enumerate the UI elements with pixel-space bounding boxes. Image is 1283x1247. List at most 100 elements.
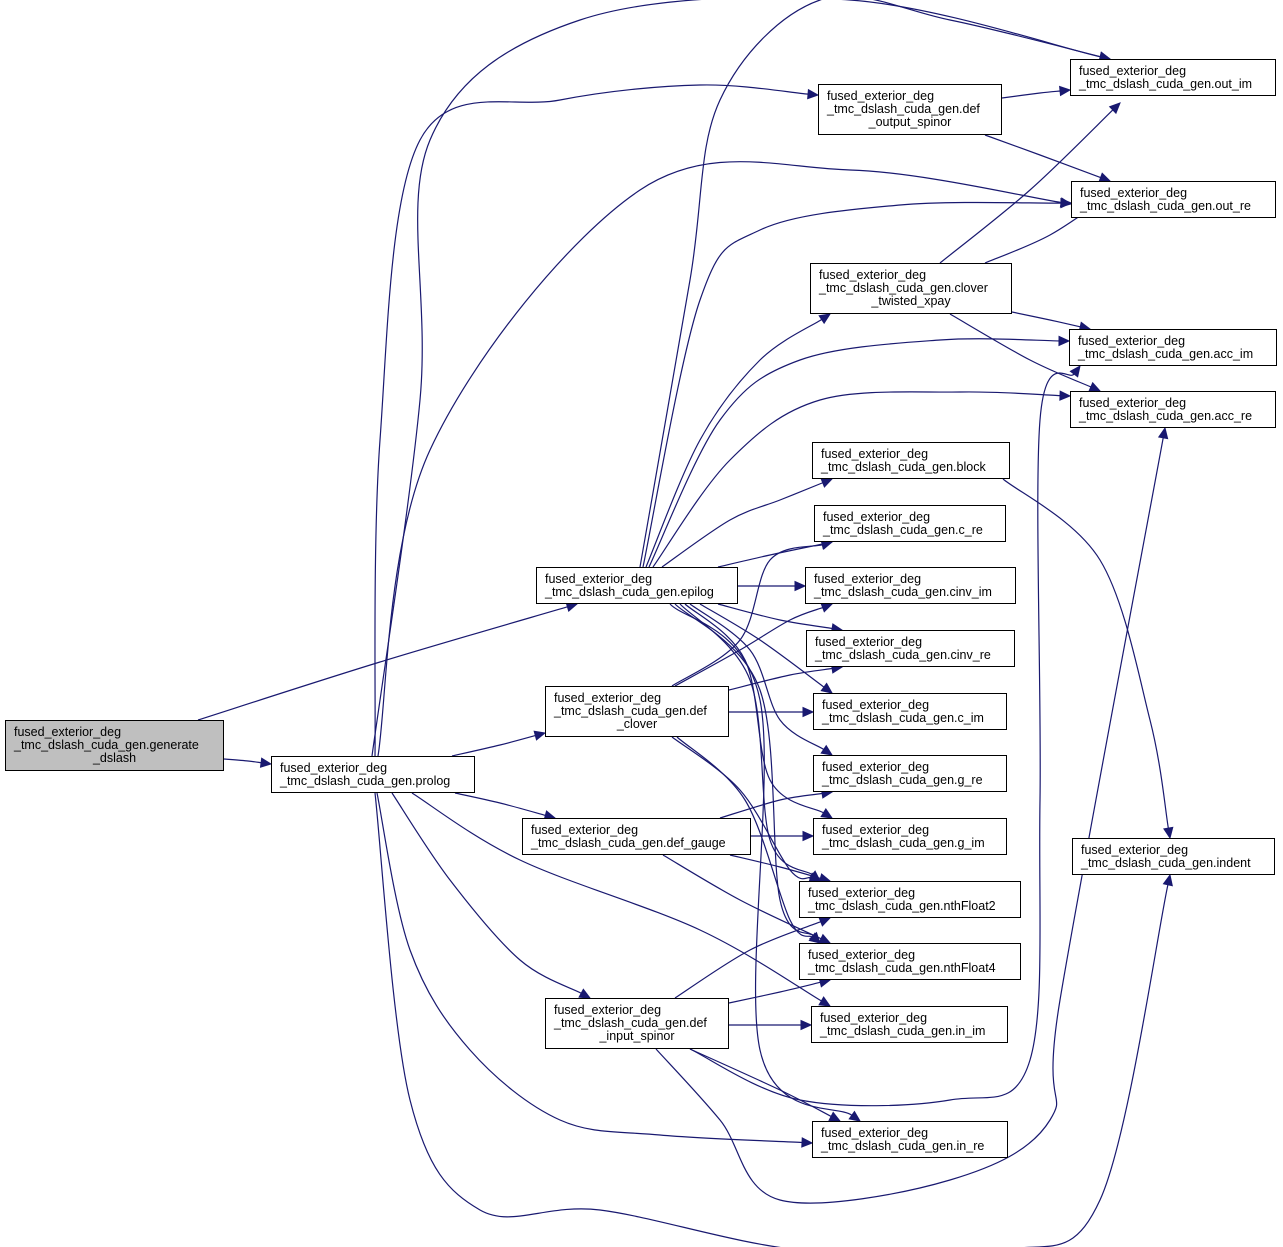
arrowhead-icon	[800, 1019, 813, 1031]
edge-prolog-to-def_clover	[451, 730, 547, 757]
node-clover-twisted-xpay[interactable]: fused_exterior_deg_tmc_dslash_cuda_gen.c…	[810, 263, 1012, 314]
edge-line	[639, 0, 1101, 568]
node-label-line: _tmc_dslash_cuda_gen.in_im	[820, 1024, 986, 1038]
arrowhead-icon	[802, 830, 815, 842]
edge-line	[729, 854, 821, 879]
edge-def_input_spinor-to-acc_im	[689, 365, 1081, 1107]
node-label-line: _dslash	[92, 751, 137, 765]
edge-line	[674, 603, 814, 937]
node-label-line: _tmc_dslash_cuda_gen.nthFloat2	[808, 899, 996, 913]
edge-epilog-to-cinv_im	[737, 580, 807, 592]
node-label-line: fused_exterior_deg	[554, 691, 662, 705]
edge-epilog-to-out_im	[639, 0, 1112, 568]
node-label-line: fused_exterior_deg	[1080, 186, 1188, 200]
edge-line	[1002, 478, 1169, 829]
arrowhead-icon	[1058, 335, 1071, 347]
node-label-line: fused_exterior_deg	[531, 823, 639, 837]
edge-def_input_spinor-to-in_im	[728, 1019, 813, 1031]
edge-def_gauge-to-nthFloat4	[662, 854, 832, 944]
arrowhead-icon	[818, 917, 832, 927]
edge-epilog-to-c_im	[699, 603, 833, 694]
edge-line	[728, 981, 821, 1004]
edge-def_input_spinor-to-in_re	[689, 1048, 842, 1122]
node-label-line: fused_exterior_deg	[821, 1126, 929, 1140]
node-generate-dslash[interactable]: fused_exterior_deg_tmc_dslash_cuda_gen.g…	[5, 720, 224, 771]
edge-line	[652, 391, 1061, 568]
edge-line	[689, 1048, 832, 1117]
edge-line	[949, 313, 1092, 388]
arrowhead-icon	[1059, 85, 1072, 97]
node-in-im[interactable]: fused_exterior_deg_tmc_dslash_cuda_gen.i…	[811, 1006, 1008, 1043]
edge-prolog-to-def_gauge	[454, 792, 557, 821]
edge-line	[371, 0, 1101, 757]
node-cinv-re[interactable]: fused_exterior_deg_tmc_dslash_cuda_gen.c…	[806, 630, 1015, 667]
edge-def_output_spinor-to-out_re	[984, 134, 1112, 183]
edge-clover_twisted_xpay-to-out_im	[939, 102, 1121, 264]
arrowhead-icon	[533, 730, 547, 741]
node-def-output-spinor[interactable]: fused_exterior_deg_tmc_dslash_cuda_gen.d…	[818, 84, 1002, 135]
node-c-re[interactable]: fused_exterior_deg_tmc_dslash_cuda_gen.c…	[814, 505, 1006, 542]
node-g-re[interactable]: fused_exterior_deg_tmc_dslash_cuda_gen.g…	[813, 755, 1007, 792]
edge-def_clover-to-c_re	[671, 539, 834, 687]
node-indent[interactable]: fused_exterior_deg_tmc_dslash_cuda_gen.i…	[1072, 838, 1275, 875]
node-in-re[interactable]: fused_exterior_deg_tmc_dslash_cuda_gen.i…	[812, 1121, 1008, 1158]
edge-epilog-to-g_im	[684, 603, 834, 819]
arrowhead-icon	[807, 88, 820, 100]
arrowhead-icon	[1162, 873, 1173, 887]
edge-line	[451, 734, 536, 757]
node-acc-im[interactable]: fused_exterior_deg_tmc_dslash_cuda_gen.a…	[1069, 329, 1277, 366]
node-def-gauge[interactable]: fused_exterior_deg_tmc_dslash_cuda_gen.d…	[522, 818, 751, 855]
node-label-line: fused_exterior_deg	[14, 725, 122, 739]
node-label-line: fused_exterior_deg	[1079, 64, 1187, 78]
node-label-line: _tmc_dslash_cuda_gen.def	[554, 704, 707, 718]
edge-line	[1011, 311, 1081, 328]
edge-line	[699, 603, 825, 688]
arrowhead-icon	[802, 706, 815, 718]
node-def-clover[interactable]: fused_exterior_deg_tmc_dslash_cuda_gen.d…	[545, 686, 729, 737]
node-label-line: fused_exterior_deg	[822, 698, 930, 712]
node-label-line: _tmc_dslash_cuda_gen.epilog	[545, 585, 714, 599]
node-label-line: fused_exterior_deg	[808, 948, 916, 962]
node-nthFloat4[interactable]: fused_exterior_deg_tmc_dslash_cuda_gen.n…	[799, 943, 1021, 980]
node-def-input-spinor[interactable]: fused_exterior_deg_tmc_dslash_cuda_gen.d…	[545, 998, 729, 1049]
node-label-line: _tmc_dslash_cuda_gen.acc_re	[1079, 409, 1253, 423]
arrowhead-icon	[801, 1137, 814, 1148]
edge-def_clover-to-nthFloat4	[676, 736, 821, 944]
edge-epilog-to-c_re	[717, 538, 834, 568]
node-label-line: fused_exterior_deg	[1078, 334, 1186, 348]
edge-epilog-to-acc_re	[652, 390, 1072, 568]
node-label-line: fused_exterior_deg	[827, 89, 935, 103]
edge-prolog-to-in_im	[411, 792, 832, 1007]
arrowhead-icon	[1088, 381, 1102, 392]
edge-line	[642, 201, 1062, 568]
arrowhead-icon	[818, 313, 832, 325]
node-block[interactable]: fused_exterior_deg_tmc_dslash_cuda_gen.b…	[812, 442, 1010, 479]
node-out-re[interactable]: fused_exterior_deg_tmc_dslash_cuda_gen.o…	[1071, 181, 1276, 218]
edge-line	[374, 84, 809, 757]
node-epilog[interactable]: fused_exterior_deg_tmc_dslash_cuda_gen.e…	[536, 567, 738, 604]
node-label-line: _tmc_dslash_cuda_gen.cinv_im	[814, 585, 992, 599]
node-cinv-im[interactable]: fused_exterior_deg_tmc_dslash_cuda_gen.c…	[805, 567, 1016, 604]
edge-line	[728, 667, 833, 691]
edge-line	[223, 758, 262, 764]
arrowhead-icon	[818, 996, 832, 1007]
node-nthFloat2[interactable]: fused_exterior_deg_tmc_dslash_cuda_gen.n…	[799, 881, 1021, 918]
arrowhead-icon	[578, 988, 592, 999]
node-out-im[interactable]: fused_exterior_deg_tmc_dslash_cuda_gen.o…	[1070, 59, 1276, 96]
node-c-im[interactable]: fused_exterior_deg_tmc_dslash_cuda_gen.c…	[813, 693, 1007, 730]
edge-epilog-to-clover_twisted_xpay	[645, 313, 832, 568]
arrowhead-icon	[1108, 102, 1121, 115]
edge-line	[648, 338, 1060, 568]
arrowhead-icon	[808, 932, 821, 944]
edge-epilog-to-acc_im	[648, 335, 1071, 568]
edge-epilog-to-out_re	[642, 197, 1073, 568]
edge-line	[391, 792, 582, 994]
node-prolog[interactable]: fused_exterior_deg_tmc_dslash_cuda_gen.p…	[271, 756, 475, 793]
node-label-line: fused_exterior_deg	[1079, 396, 1187, 410]
node-label-line: _clover	[616, 717, 658, 731]
edge-line	[671, 736, 811, 880]
node-acc-re[interactable]: fused_exterior_deg_tmc_dslash_cuda_gen.a…	[1070, 391, 1276, 428]
node-g-im[interactable]: fused_exterior_deg_tmc_dslash_cuda_gen.g…	[813, 818, 1007, 855]
edge-line	[676, 736, 813, 938]
edge-line	[454, 792, 546, 816]
